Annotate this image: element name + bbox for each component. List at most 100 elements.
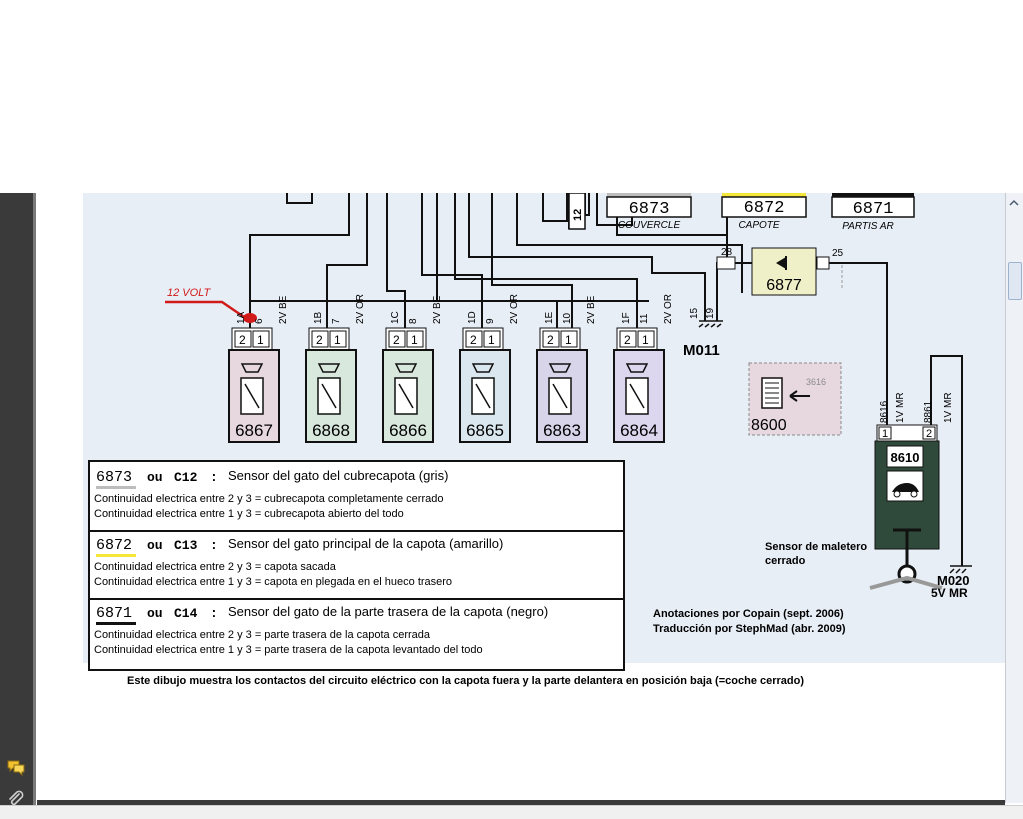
svg-text:6866: 6866: [389, 421, 427, 440]
scroll-up-icon[interactable]: [1007, 196, 1021, 210]
svg-text:2V BE: 2V BE: [278, 295, 289, 324]
svg-text:8861: 8861: [923, 400, 934, 423]
svg-text:2: 2: [393, 333, 400, 347]
legend-ou: ou: [147, 470, 163, 485]
svg-text:12 VOLT: 12 VOLT: [167, 287, 211, 299]
svg-text:1: 1: [411, 333, 418, 347]
legend-title: Sensor del gato principal de la capota (…: [228, 536, 504, 551]
legend-line-2: Continuidad electrica entre 1 y 3 = part…: [94, 644, 483, 656]
svg-text:2V BE: 2V BE: [586, 295, 597, 324]
svg-text:2V BE: 2V BE: [432, 295, 443, 324]
svg-text:M020: M020: [937, 573, 970, 588]
legend-table: 6873 ou C12: Sensor del gato del cubrecapot…: [88, 460, 625, 671]
svg-text:CAPOTE: CAPOTE: [738, 220, 779, 231]
sensor-label-6871: 6871 PARTIS AR: [831, 193, 915, 232]
svg-text:2: 2: [547, 333, 554, 347]
svg-text:1: 1: [488, 333, 495, 347]
svg-text:2: 2: [470, 333, 477, 347]
legend-code: 6872: [96, 537, 133, 554]
diode-6877: 28 25 6877: [716, 247, 888, 473]
svg-text:11: 11: [639, 313, 650, 324]
svg-text:1V MR: 1V MR: [895, 392, 906, 423]
comments-icon[interactable]: [6, 757, 26, 777]
svg-text:6871: 6871: [853, 200, 894, 219]
legend-title: Sensor del gato de la parte trasera de l…: [228, 604, 549, 619]
legend-line-2: Continuidad electrica entre 1 y 3 = cubr…: [94, 508, 404, 520]
legend-row: 6873 ou C12: Sensor del gato del cubrecapot…: [90, 462, 623, 532]
svg-text:COUVERCLE: COUVERCLE: [618, 220, 681, 231]
svg-text:PARTIS AR: PARTIS AR: [842, 221, 894, 232]
legend-line-1: Continuidad electrica entre 2 y 3 = cubr…: [94, 493, 444, 505]
module-8600: 3616 8600: [748, 265, 843, 436]
credit-translation: Traducción por StephMad (abr. 2009): [653, 623, 846, 635]
svg-text:1B: 1B: [313, 311, 324, 324]
scrollbar-thumb[interactable]: [1008, 262, 1022, 300]
diagram-caption: Este dibujo muestra los contactos del ci…: [127, 675, 804, 687]
svg-text:1: 1: [882, 428, 888, 440]
svg-text:1A: 1A: [236, 311, 247, 324]
sensor-label-6872: 6872 CAPOTE: [721, 193, 807, 231]
svg-text:2V OR: 2V OR: [509, 294, 520, 324]
svg-text:9: 9: [485, 318, 496, 324]
legend-title: Sensor del gato del cubrecapota (gris): [228, 468, 449, 483]
document-page: 12 6873 COUVERCLE 6872 CAPOTE 6871 PARTI…: [37, 193, 1005, 800]
svg-text:3616: 3616: [806, 377, 826, 387]
credit-annotations: Anotaciones por Copain (sept. 2006): [653, 608, 844, 620]
twelve-volt-marker: 12 VOLT: [165, 287, 257, 323]
top-blank-area: [0, 0, 1023, 193]
sensor-note-line2: cerrado: [765, 555, 806, 567]
svg-text:7: 7: [331, 318, 342, 324]
attachment-icon[interactable]: [6, 789, 26, 809]
svg-text:28: 28: [721, 247, 733, 258]
svg-text:6865: 6865: [466, 421, 504, 440]
left-navigation-panel: [0, 193, 36, 818]
svg-text:M011: M011: [683, 342, 720, 359]
horizontal-scrollbar[interactable]: [0, 805, 1023, 819]
svg-text:2V OR: 2V OR: [355, 294, 366, 324]
svg-text:8616: 8616: [879, 400, 890, 423]
legend-line-1: Continuidad electrica entre 2 y 3 = capo…: [94, 561, 336, 573]
svg-text:8610: 8610: [891, 450, 920, 465]
legend-colon: :: [210, 470, 218, 485]
sensor-note-line1: Sensor de maletero: [765, 541, 867, 553]
svg-text:1E: 1E: [544, 311, 555, 324]
svg-text:1D: 1D: [467, 311, 478, 324]
legend-colon: :: [210, 606, 218, 621]
legend-connector: C13: [174, 538, 198, 553]
svg-text:6863: 6863: [543, 421, 581, 440]
svg-text:6872: 6872: [744, 199, 785, 218]
svg-text:1: 1: [334, 333, 341, 347]
svg-text:15: 15: [689, 307, 700, 319]
svg-text:5V MR: 5V MR: [931, 586, 968, 600]
svg-text:1: 1: [565, 333, 572, 347]
svg-text:10: 10: [562, 312, 573, 324]
legend-code: 6873: [96, 469, 133, 486]
trunk-sensor-8610: 8616 1V MR 8861 1V MR 1 2 8610 M020 5V M…: [869, 355, 972, 600]
legend-row: 6872 ou C13: Sensor del gato principal de l…: [90, 530, 623, 600]
svg-text:6877: 6877: [766, 277, 802, 294]
vertical-scrollbar[interactable]: [1005, 193, 1023, 803]
legend-code: 6871: [96, 605, 133, 622]
svg-text:1: 1: [642, 333, 649, 347]
legend-ou: ou: [147, 538, 163, 553]
legend-colon: :: [210, 538, 218, 553]
connector-12-box: [568, 193, 586, 230]
svg-text:2V OR: 2V OR: [663, 294, 674, 324]
svg-text:2: 2: [239, 333, 246, 347]
legend-connector: C12: [174, 470, 198, 485]
svg-text:2: 2: [316, 333, 323, 347]
legend-connector: C14: [174, 606, 198, 621]
panel-divider[interactable]: [33, 193, 36, 818]
svg-text:1F: 1F: [621, 312, 632, 324]
connector-12-label: 12: [572, 209, 584, 221]
svg-text:2: 2: [926, 428, 932, 440]
legend-code-underline: [96, 486, 136, 489]
svg-text:6: 6: [254, 318, 265, 324]
svg-text:6864: 6864: [620, 421, 658, 440]
